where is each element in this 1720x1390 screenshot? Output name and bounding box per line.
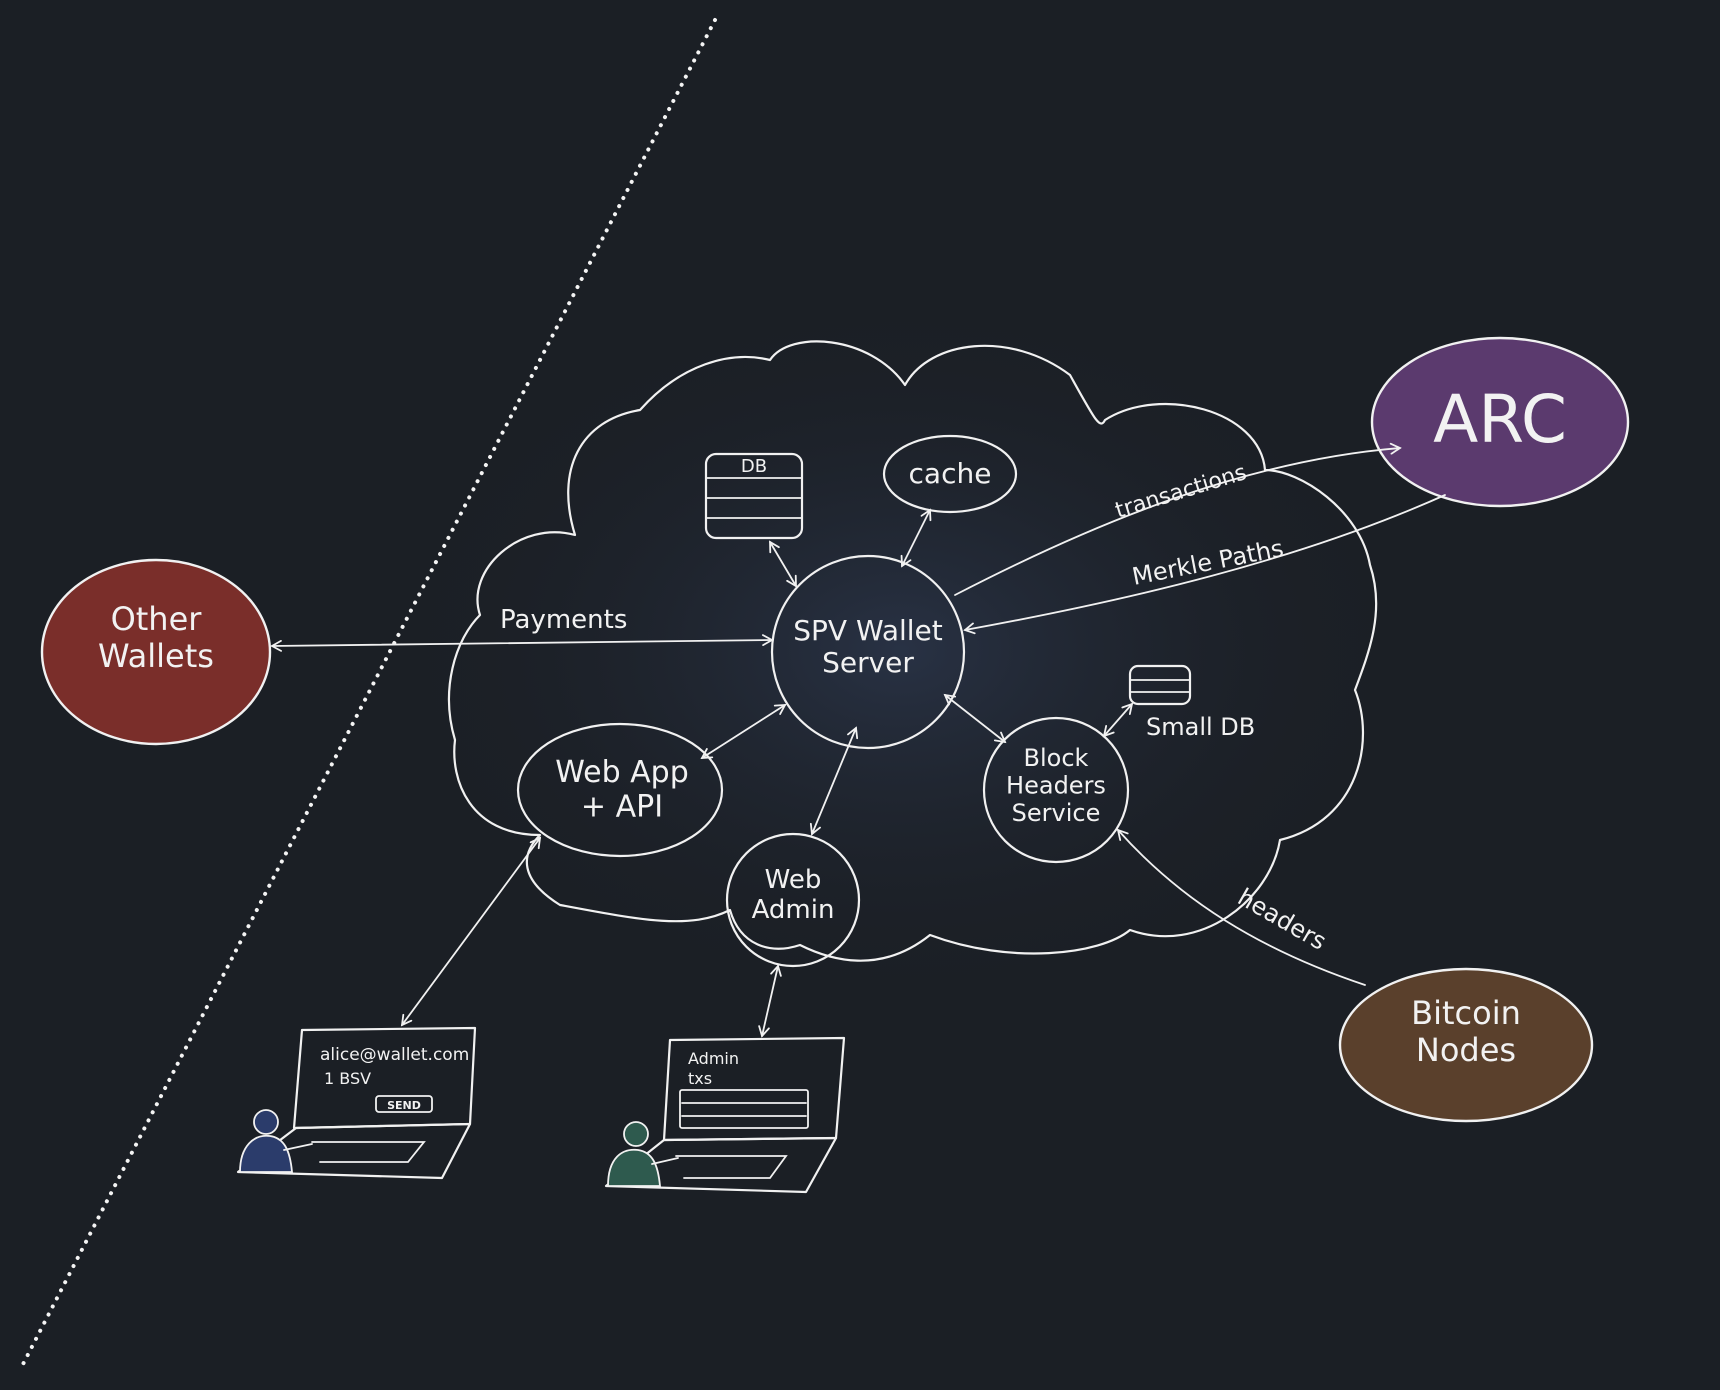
other-wallets-node (40, 558, 272, 746)
user-email-text: alice@wallet.com (320, 1045, 469, 1065)
cloud-glow (380, 290, 1420, 1010)
user-person-icon (239, 1109, 313, 1173)
system-cloud-outline (447, 340, 1378, 962)
cache-spv-edge (900, 508, 932, 568)
web-admin-node (725, 832, 861, 968)
boundary-dotted-line (18, 18, 717, 1372)
spv-webapp-edge (700, 704, 787, 759)
merkle-paths-edge (963, 494, 1446, 635)
payments-edge (270, 634, 774, 652)
spv-webadmin-edge (809, 726, 859, 836)
user-send-button: SEND (387, 1099, 421, 1112)
db-label: DB (741, 456, 767, 477)
block-headers-service-node (982, 716, 1130, 864)
spv-wallet-server-node (770, 554, 966, 750)
small-db-label: Small DB (1146, 713, 1255, 741)
arc-label: ARC (1433, 381, 1567, 458)
webapp-user-edge (400, 836, 542, 1027)
arc-node (1370, 336, 1630, 508)
user-amount-text: 1 BSV (324, 1069, 371, 1088)
transactions-edge (954, 442, 1402, 596)
admin-txs-text: txs (688, 1069, 712, 1088)
cache-label: cache (909, 457, 992, 490)
small-db-icon (1128, 664, 1192, 706)
webadmin-admin-edge (758, 964, 782, 1038)
spv-blockheaders-edge (943, 693, 1007, 744)
web-app-label: Web App+ API (555, 755, 689, 825)
cache-node (882, 434, 1018, 514)
admin-person-icon (607, 1121, 679, 1187)
payments-label: Payments (500, 605, 627, 635)
web-app-node (516, 722, 724, 858)
blockheaders-smalldb-edge (1102, 702, 1134, 738)
db-icon (704, 452, 804, 540)
db-spv-edge (769, 540, 797, 588)
bitcoin-nodes-node (1338, 967, 1594, 1123)
admin-title-text: Admin (688, 1049, 739, 1068)
headers-edge (1116, 828, 1366, 986)
